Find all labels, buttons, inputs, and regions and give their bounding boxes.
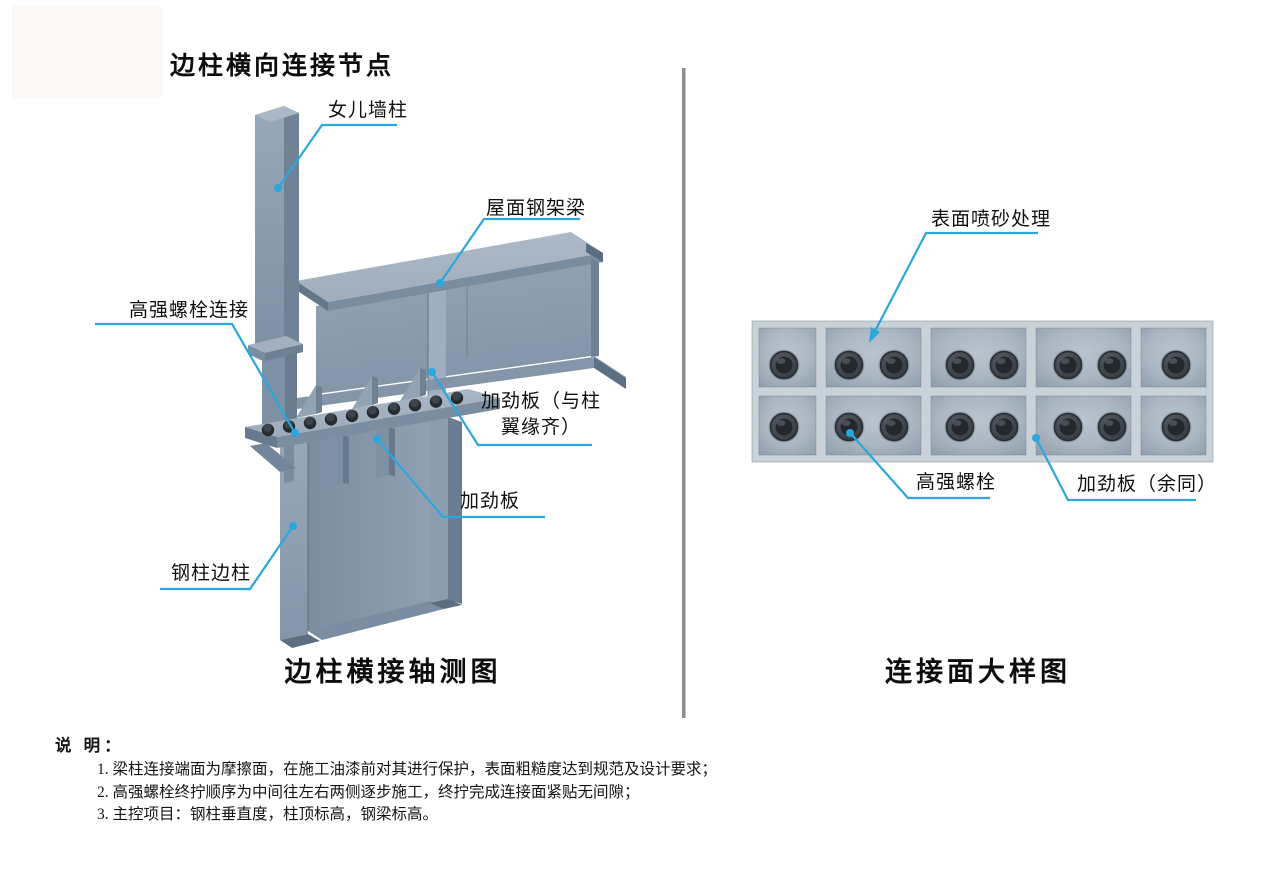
label-hs-bolt: 高强螺栓 xyxy=(916,472,997,493)
axonometric-view xyxy=(95,106,626,648)
label-sandblast: 表面喷砂处理 xyxy=(931,209,1052,230)
label-stiffener: 加劲板 xyxy=(460,491,521,512)
label-parapet-column: 女儿墙柱 xyxy=(328,100,409,121)
leader-stiffener-rest xyxy=(1036,439,1196,502)
lower-stiffener-fins xyxy=(284,427,395,486)
label-bolt-connection: 高强螺栓连接 xyxy=(129,300,250,321)
leader-hs-bolt xyxy=(851,434,990,500)
leader-edge-column xyxy=(160,525,294,591)
notes-heading: 说 明： xyxy=(55,736,125,755)
parapet-column xyxy=(248,106,303,433)
notes-block: 说 明： 1. 梁柱连接端面为摩擦面，在施工油漆前对其进行保护，表面粗糙度达到规… xyxy=(55,732,717,827)
leader-parapet-column xyxy=(277,123,397,189)
label-stiffener-flush-line1: 加劲板（与柱 xyxy=(480,391,601,412)
edge-column xyxy=(280,417,462,648)
leader-lines-right xyxy=(851,231,1196,502)
label-stiffener-flush-line2: 翼缘齐） xyxy=(500,417,581,438)
leader-stiffener-flush xyxy=(431,371,592,447)
leader-ends-right xyxy=(846,327,1040,442)
arrowhead xyxy=(869,327,880,343)
right-figure-caption: 连接面大样图 xyxy=(885,657,1071,687)
label-edge-column: 钢柱边柱 xyxy=(171,563,252,584)
leader-bolt-connection xyxy=(95,322,296,434)
label-roof-beam: 屋面钢架梁 xyxy=(486,198,587,219)
panel-divider xyxy=(682,68,686,718)
note-item: 3. 主控项目：钢柱垂直度，柱顶标高，钢梁标高。 xyxy=(97,806,439,823)
note-item: 1. 梁柱连接端面为摩擦面，在施工油漆前对其进行保护，表面粗糙度达到规范及设计要… xyxy=(97,761,718,778)
gusset-stiffeners xyxy=(296,368,426,418)
leader-dots-left xyxy=(274,184,444,530)
leader-lines-left xyxy=(95,123,592,591)
background-patch xyxy=(12,6,162,98)
leader-stiffener xyxy=(376,438,545,519)
note-item: 2. 高强螺栓终拧顺序为中间往左右两侧逐步施工，终拧完成连接面紧贴无间隙； xyxy=(97,783,640,801)
leader-roof-beam xyxy=(439,217,580,284)
leader-sandblast xyxy=(872,231,1038,336)
page-title: 边柱横向连接节点 xyxy=(170,53,395,80)
left-figure-caption: 边柱横接轴测图 xyxy=(284,657,502,687)
connection-face-view xyxy=(751,231,1214,502)
label-stiffener-flush: 加劲板（与柱 翼缘齐） xyxy=(466,389,616,441)
label-stiffener-rest: 加劲板（余同） xyxy=(1077,474,1218,495)
